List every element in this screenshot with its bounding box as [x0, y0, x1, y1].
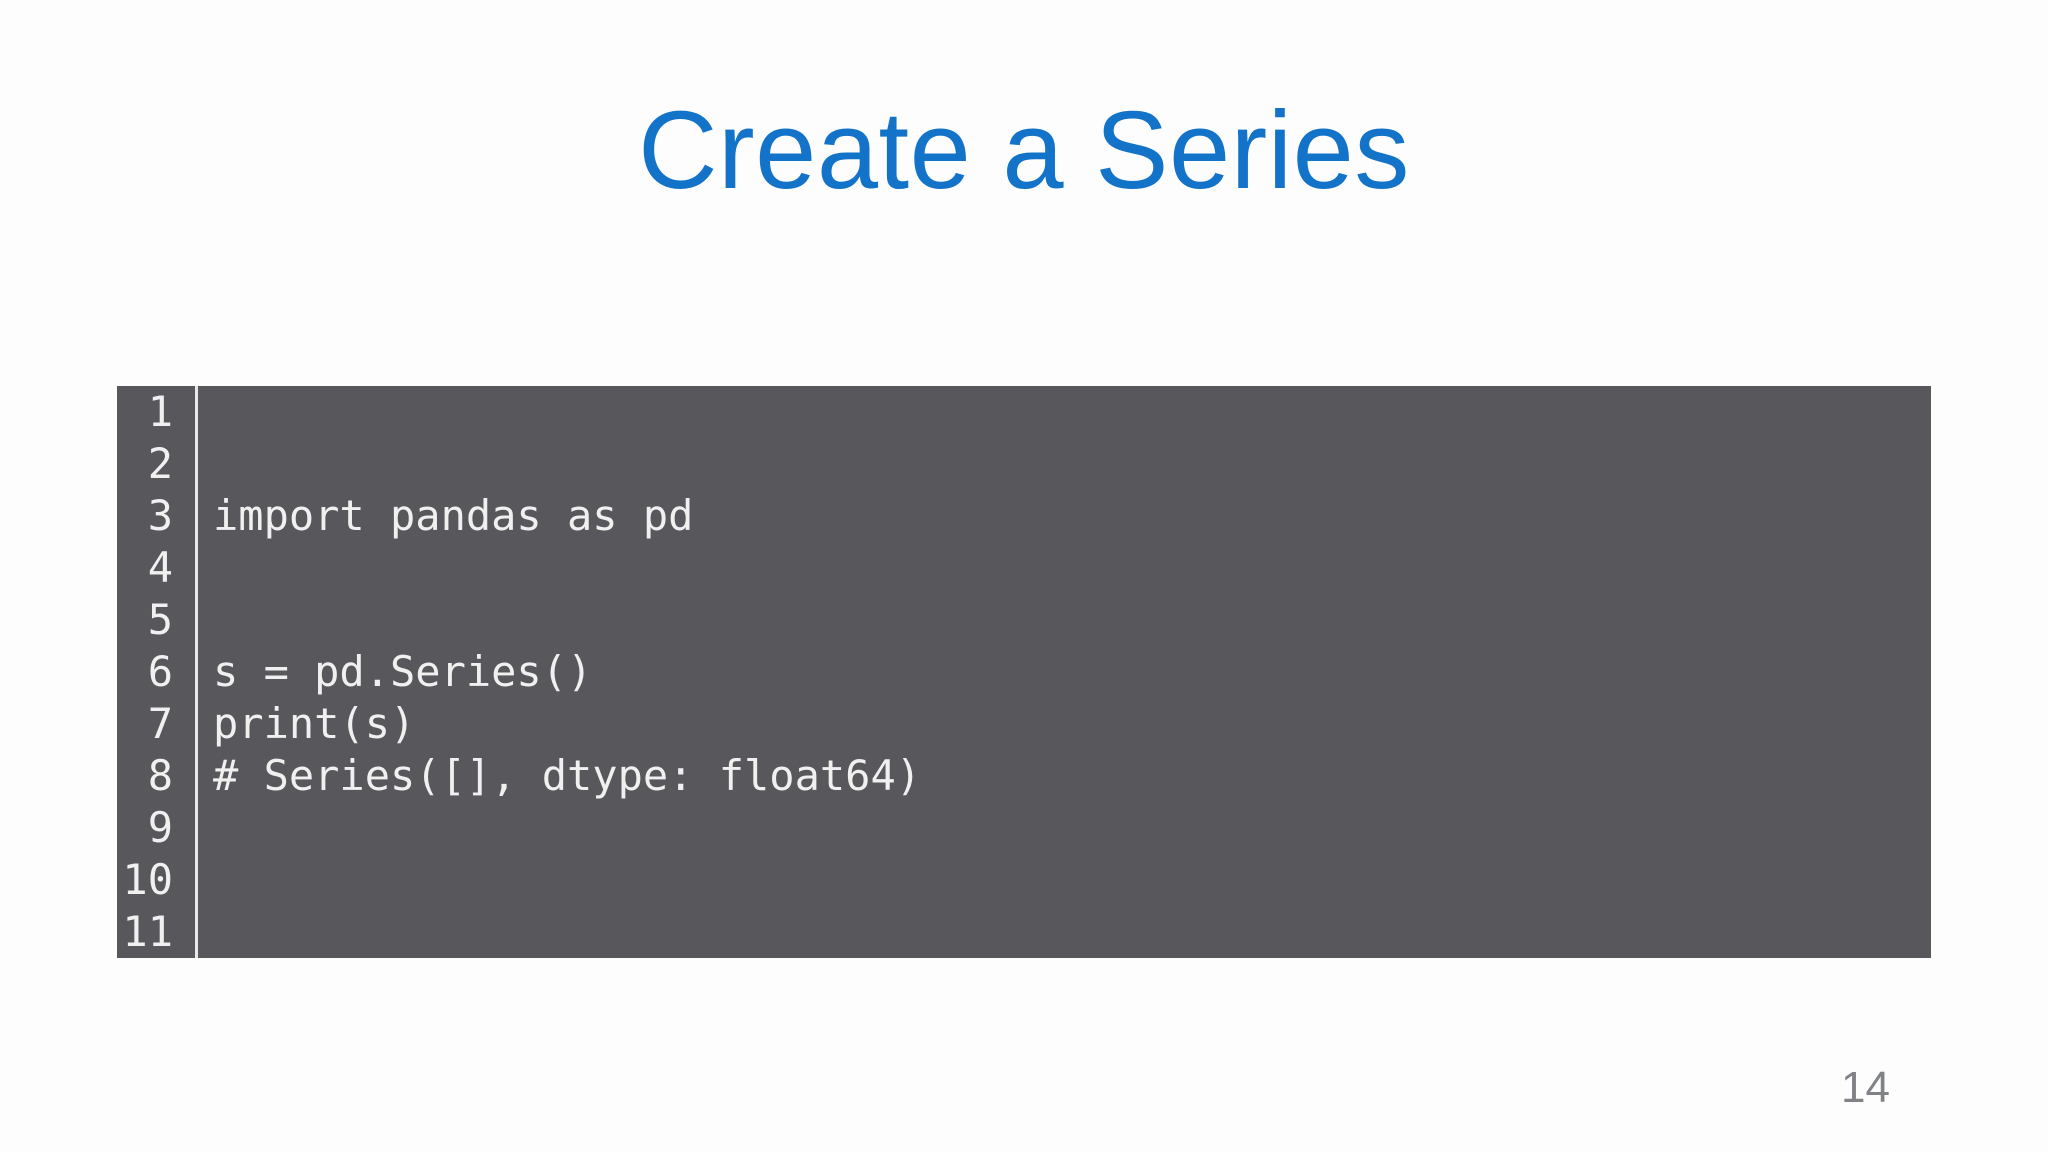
line-code — [195, 854, 1931, 906]
line-number: 1 — [147, 387, 173, 436]
code-line: 1 — [117, 386, 1931, 438]
line-number: 4 — [147, 543, 173, 592]
code-line: 4 — [117, 542, 1931, 594]
line-code: import pandas as pd — [195, 490, 1931, 542]
line-code: s = pd.Series() — [195, 646, 1931, 698]
code-line: 9 — [117, 802, 1931, 854]
line-number: 2 — [147, 439, 173, 488]
code-line: 11 — [117, 906, 1931, 958]
line-number: 11 — [122, 907, 173, 956]
code-line: 10 — [117, 854, 1931, 906]
slide-title: Create a Series — [638, 89, 1410, 212]
line-code: # Series([], dtype: float64) — [195, 750, 1931, 802]
code-line: 7 print(s) — [117, 698, 1931, 750]
line-code — [195, 386, 1931, 438]
line-code: print(s) — [195, 698, 1931, 750]
line-code — [195, 802, 1931, 854]
line-number: 9 — [147, 803, 173, 852]
line-number: 6 — [147, 647, 173, 696]
line-number: 10 — [122, 855, 173, 904]
code-line: 8 # Series([], dtype: float64) — [117, 750, 1931, 802]
code-line: 3 import pandas as pd — [117, 490, 1931, 542]
line-number: 7 — [147, 699, 173, 748]
code-line: 2 — [117, 438, 1931, 490]
code-line: 5 — [117, 594, 1931, 646]
line-number: 3 — [147, 491, 173, 540]
line-number: 8 — [147, 751, 173, 800]
line-code — [195, 594, 1931, 646]
line-code — [195, 438, 1931, 490]
line-code — [195, 542, 1931, 594]
line-code — [195, 906, 1931, 958]
code-line: 6 s = pd.Series() — [117, 646, 1931, 698]
code-block: 1 2 3 import pandas as pd 4 5 6 s = pd.S… — [117, 386, 1931, 958]
line-number: 5 — [147, 595, 173, 644]
page-number: 14 — [1841, 1063, 1890, 1112]
